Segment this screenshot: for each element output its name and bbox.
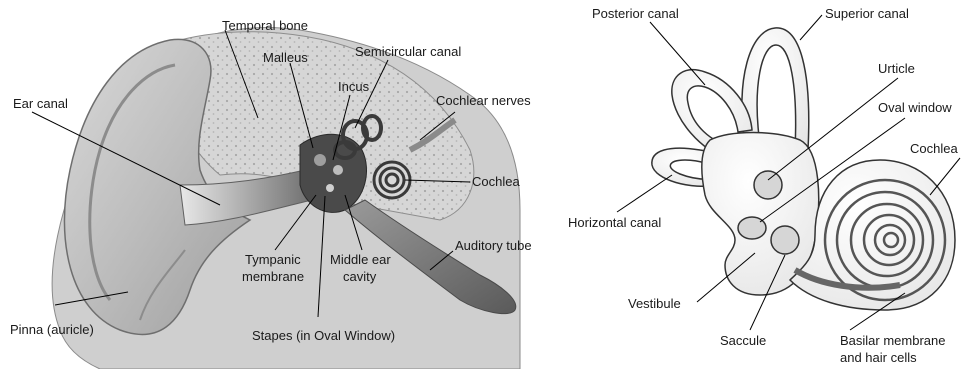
label-urticle: Urticle bbox=[878, 61, 915, 76]
label-cochlea-right: Cochlea bbox=[910, 141, 958, 156]
utricle-shape bbox=[754, 171, 782, 199]
label-stapes: Stapes (in Oval Window) bbox=[252, 328, 395, 343]
label-middle-ear-line1: Middle ear bbox=[330, 252, 391, 267]
label-basilar-line2: and hair cells bbox=[840, 350, 917, 365]
cochlea-shape bbox=[374, 162, 410, 198]
label-horizontal-canal: Horizontal canal bbox=[568, 215, 661, 230]
label-auditory-tube: Auditory tube bbox=[455, 238, 532, 253]
outer-ear-illustration bbox=[52, 28, 520, 369]
label-oval-window: Oval window bbox=[878, 100, 952, 115]
label-temporal-bone: Temporal bone bbox=[222, 18, 308, 33]
label-saccule: Saccule bbox=[720, 333, 766, 348]
label-vestibule: Vestibule bbox=[628, 296, 681, 311]
superior-canal-shape bbox=[742, 28, 809, 150]
label-cochlea-left: Cochlea bbox=[472, 174, 520, 189]
label-ear-canal: Ear canal bbox=[13, 96, 68, 111]
label-incus: Incus bbox=[338, 79, 370, 94]
label-tympanic-line2: membrane bbox=[242, 269, 304, 284]
label-malleus: Malleus bbox=[263, 50, 308, 65]
label-tympanic-line1: Tympanic bbox=[245, 252, 301, 267]
middle-ear-region bbox=[300, 134, 367, 212]
label-superior-canal: Superior canal bbox=[825, 6, 909, 21]
label-basilar-line1: Basilar membrane bbox=[840, 333, 946, 348]
label-semicircular-canal: Semicircular canal bbox=[355, 44, 461, 59]
label-cochlear-nerves: Cochlear nerves bbox=[436, 93, 531, 108]
saccule-shape bbox=[771, 226, 799, 254]
label-posterior-canal: Posterior canal bbox=[592, 6, 679, 21]
label-middle-ear-line2: cavity bbox=[343, 269, 377, 284]
label-pinna: Pinna (auricle) bbox=[10, 322, 94, 337]
